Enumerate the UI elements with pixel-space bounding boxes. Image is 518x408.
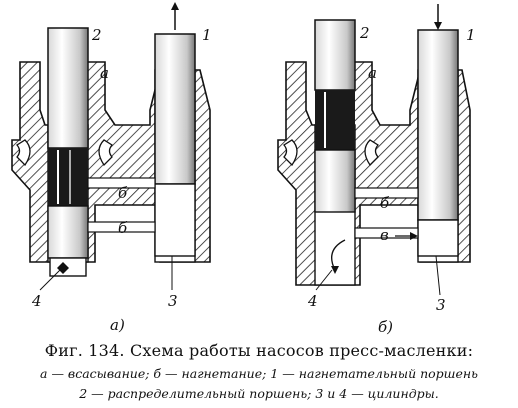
label-a-a: а (100, 64, 109, 82)
label-a-2: 2 (91, 26, 102, 44)
distribution-piston (47, 27, 89, 149)
figure-caption-line-1: а — всасывание; б — нагнетание; 1 — нагн… (40, 366, 478, 381)
label-b-2: 2 (359, 24, 370, 42)
delivery-piston (154, 33, 196, 185)
label-b-1: 1 (466, 26, 476, 44)
label-a-b: б (118, 184, 128, 202)
label-a-4: 4 (31, 292, 42, 310)
label-b-4: 4 (307, 292, 318, 310)
label-a-v: б (118, 219, 128, 237)
panel-a-label: а) (110, 316, 125, 334)
label-b-b: б (380, 194, 390, 212)
label-a-1: 1 (202, 26, 212, 44)
panel-b-label: б) (378, 318, 393, 336)
label-a-3: 3 (168, 292, 178, 310)
panel-a: 2 1 а б б 4 3 а) (11, 2, 212, 334)
label-b-3: 3 (436, 296, 446, 314)
label-b-a: а (368, 64, 377, 82)
figure-caption-line-2: 2 — распределительный поршень; 3 и 4 — ц… (79, 386, 439, 401)
figure-caption-title: Фиг. 134. Схема работы насосов пресс-мас… (44, 341, 474, 360)
press-lubricator-pump-diagram: 2 1 а б б 4 3 а) 2 1 а (11, 2, 476, 336)
panel-b: 2 1 а б в 4 3 б) (277, 4, 476, 336)
label-b-v: в (380, 226, 389, 244)
